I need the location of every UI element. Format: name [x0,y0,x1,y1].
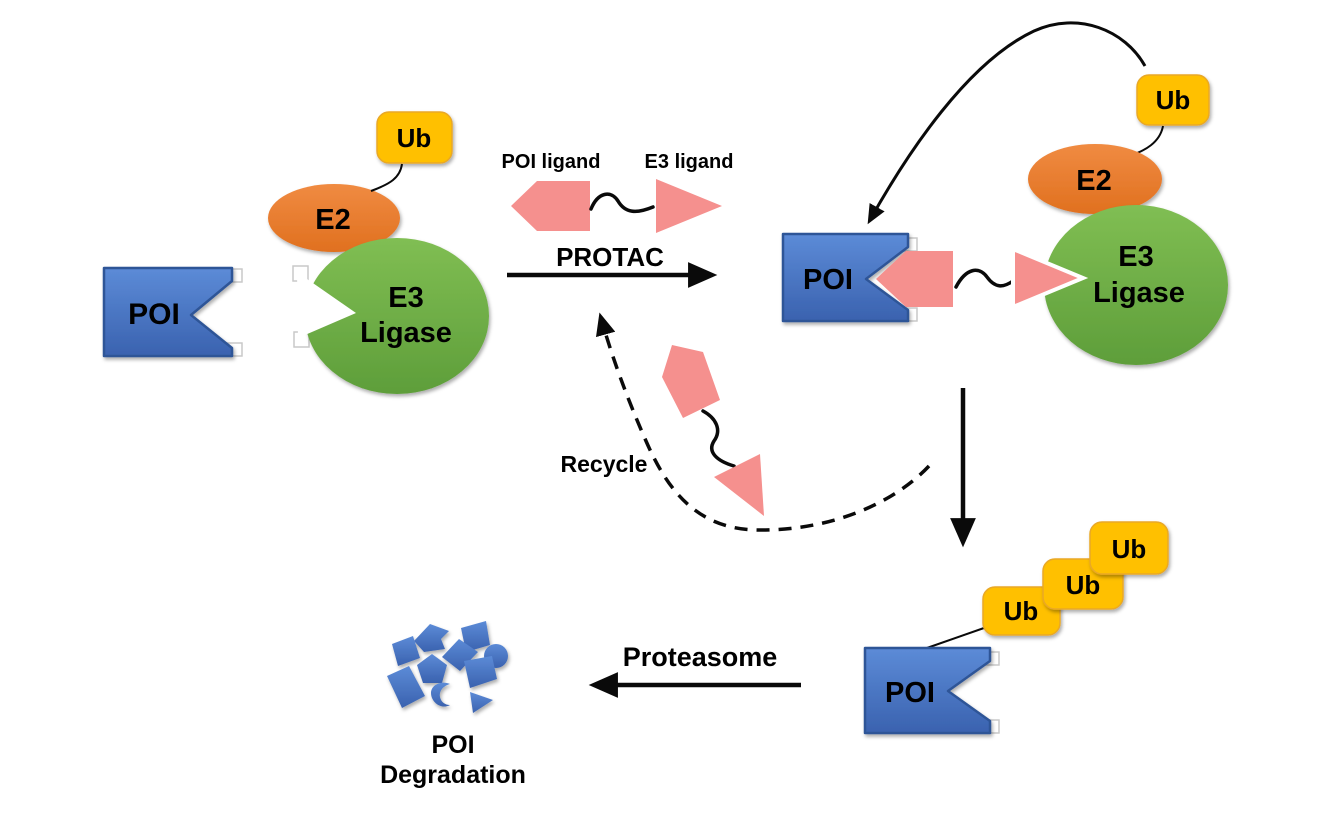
poi-ligand-label: POI ligand [502,151,601,173]
recycle-loop: Recycle [561,312,931,532]
e2-enzyme [268,184,400,252]
poi-shape [781,232,910,323]
recycle-label: Recycle [561,451,648,477]
recycle-dashed-arrow [595,312,931,532]
left-complex: POI E2 E3 Ligase Ub [102,111,489,394]
fragment [470,692,493,713]
degradation-label-line1: POI [431,731,474,759]
e3-ligand-shape [656,179,722,233]
e3-ligand-shape [1011,246,1089,310]
e3-ligase [305,238,489,394]
poi-label: POI [885,677,935,709]
ub-label: Ub [1112,534,1147,564]
protac-name: PROTAC [556,242,664,272]
e3-ligase [1044,205,1228,365]
e3-label-line1: E3 [388,282,423,314]
ubiquitin-tag [982,586,1061,636]
e2-label: E2 [1076,165,1111,197]
free-poi-ligand-shape [662,345,720,418]
poi-ligand-shape [876,251,953,307]
poi-ligand-shape [511,181,590,231]
fragment [464,656,497,688]
poi-label: POI [128,298,180,331]
ub-label: Ub [397,123,432,153]
ub-label: Ub [1004,596,1039,626]
free-e3-ligand-shape [714,454,764,516]
poi-ub-connector [923,627,985,650]
poi-shape [102,266,234,358]
fragment [417,654,447,683]
linker-squiggle [589,192,655,214]
ubiquitinated-poi: Ub Ub Ub POI [863,521,1169,735]
degradation-label-line2: Degradation [380,761,526,789]
degraded-fragments [387,621,508,713]
ub-label: Ub [1066,570,1101,600]
ub-e2-connector [370,163,403,192]
e3-binding-mouth [297,272,356,338]
e3-label-line1: E3 [1118,241,1153,273]
free-linker-squiggle [701,409,736,468]
fragment [461,621,490,652]
proteasome-label: Proteasome [623,642,778,672]
proteasome-step: Proteasome [588,642,801,698]
fragment [392,636,420,666]
poi-shape [863,646,992,735]
ubiquitin-tag [376,111,453,164]
e3-ligand-label: E3 ligand [645,151,734,173]
ubiquitin-tag [1089,521,1169,575]
ternary-complex: Ub E2 POI E3 Ligase [781,21,1228,365]
protac-legend: POI ligand E3 ligand PROTAC [502,151,734,288]
ub-transfer-arrow [867,21,1147,225]
e3-label-line2: Ligase [1093,277,1185,309]
linker-squiggle [954,268,1015,289]
e3-label-line2: Ligase [360,317,452,349]
poi-degradation: POI Degradation [380,621,526,789]
fragment [414,624,449,652]
fragment [431,682,450,707]
e2-label: E2 [315,204,350,236]
ub-label: Ub [1156,85,1191,115]
poi-label: POI [803,264,853,296]
ubiquitin-tag [1136,74,1210,126]
e2-enzyme [1028,144,1162,214]
fragment [442,639,478,671]
fragment [387,666,425,708]
